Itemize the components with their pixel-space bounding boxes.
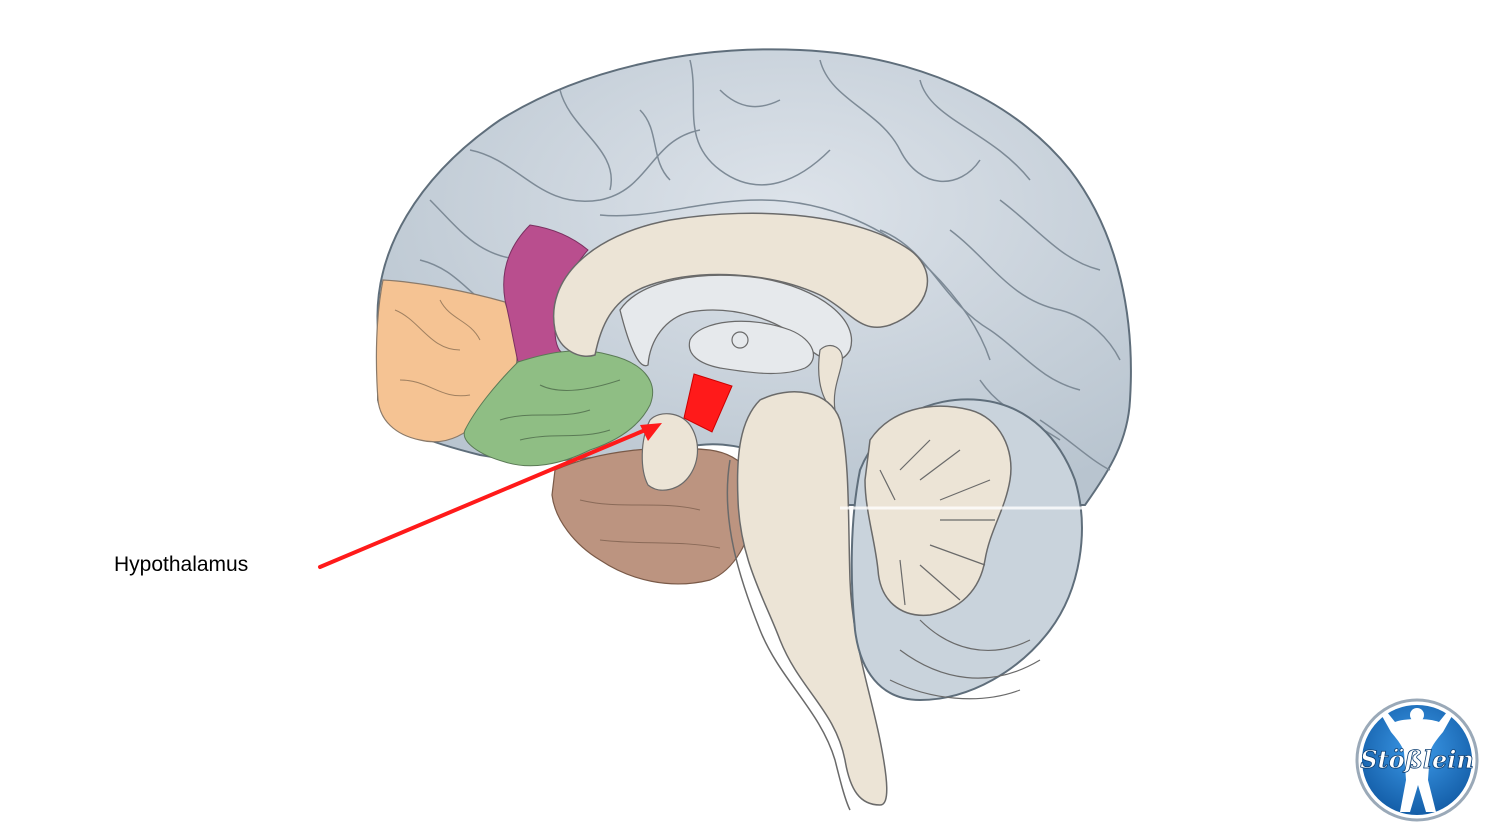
thalamus <box>688 320 814 375</box>
cerebellum-folia <box>879 439 1041 700</box>
bodybuilder-icon <box>1382 708 1452 812</box>
hypothalamus-label: Hypothalamus <box>114 553 249 576</box>
brand-logo: Stößlein <box>1355 698 1479 822</box>
hypothalamus-region <box>683 373 733 433</box>
cerebellum-arbor-vitae <box>864 405 1012 617</box>
pineal-structure <box>818 345 843 412</box>
pituitary-area <box>641 413 699 491</box>
corpus-callosum <box>552 212 929 357</box>
logo-text: Stößlein <box>1360 745 1474 774</box>
green-region <box>463 350 654 467</box>
pointer-arrow <box>318 423 662 569</box>
brainstem-outer <box>726 459 851 811</box>
brainstem <box>736 391 888 806</box>
